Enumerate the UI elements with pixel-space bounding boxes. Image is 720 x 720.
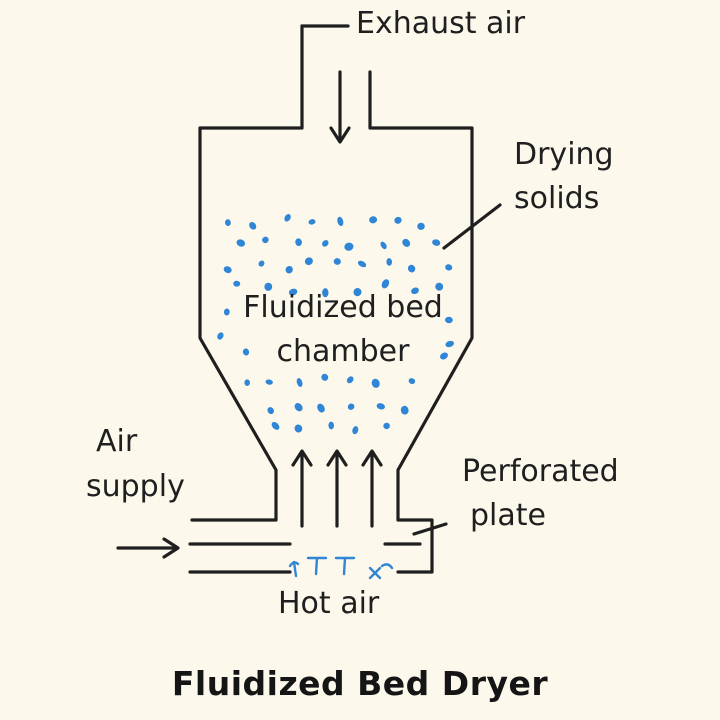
plate-pointer-line xyxy=(412,522,448,536)
solid-particle xyxy=(321,373,329,381)
solid-particle xyxy=(244,379,251,386)
solid-particle xyxy=(267,407,274,415)
vessel-right-wall xyxy=(368,70,474,574)
solid-particle xyxy=(445,316,453,324)
perforated-plate-label-line1: Perforated xyxy=(462,454,619,489)
chamber-label-line1: Fluidized bed xyxy=(243,290,443,325)
solid-particle xyxy=(265,379,273,385)
drying-solids-particles xyxy=(217,214,454,435)
solid-particle xyxy=(333,258,341,265)
hot-air-arrow-3 xyxy=(361,449,383,528)
drying-solids-label-line2: solids xyxy=(514,181,600,216)
solid-particle xyxy=(432,239,441,246)
solid-particle xyxy=(440,352,448,360)
solid-particle xyxy=(285,265,293,274)
exhaust-arrow-head xyxy=(329,126,351,144)
solid-particle xyxy=(408,378,416,385)
solid-particle xyxy=(322,288,329,298)
solid-particle xyxy=(322,240,329,247)
solid-particle xyxy=(317,403,325,413)
solid-particle xyxy=(380,241,387,250)
solid-particle xyxy=(288,288,298,296)
solid-particle xyxy=(249,222,257,230)
perforated-plate-label-line2: plate xyxy=(470,498,546,533)
solid-particle xyxy=(224,219,231,226)
drying-solids-pointer xyxy=(442,203,502,250)
solid-particle xyxy=(258,260,265,267)
solid-particle xyxy=(386,258,393,266)
solid-particle xyxy=(376,403,385,410)
solid-particle xyxy=(271,421,280,430)
solid-particle xyxy=(308,219,316,225)
solid-particle xyxy=(383,422,390,430)
solid-particle xyxy=(294,403,303,412)
solid-particle xyxy=(435,282,444,291)
diagram-title: Fluidized Bed Dryer xyxy=(171,664,549,703)
solid-particle xyxy=(445,264,453,271)
solid-particle xyxy=(223,308,230,316)
solid-particle xyxy=(352,426,359,435)
solid-particle xyxy=(381,279,390,289)
solid-particle xyxy=(400,405,409,415)
solid-particle xyxy=(328,421,335,430)
air-supply-arrow-head xyxy=(162,537,180,559)
solid-particle xyxy=(346,376,354,384)
solid-particle xyxy=(236,239,246,247)
solid-particle xyxy=(402,238,411,247)
solid-particle xyxy=(445,340,454,348)
hot-air-label: Hot air xyxy=(278,586,380,621)
solid-particle xyxy=(353,288,362,297)
solid-particle xyxy=(284,214,291,222)
solid-particle xyxy=(223,266,232,274)
solid-particle xyxy=(294,424,303,433)
solid-particle xyxy=(242,348,250,356)
solid-particle xyxy=(357,260,367,268)
perforated-plate-marks xyxy=(288,556,394,580)
solid-particle xyxy=(233,280,241,287)
solid-particle xyxy=(217,332,224,340)
solid-particle xyxy=(344,242,354,251)
solid-particle xyxy=(371,378,380,388)
solid-particle xyxy=(296,378,303,387)
solid-particle xyxy=(295,238,302,247)
solid-particle xyxy=(369,216,378,224)
solid-particle xyxy=(264,282,273,291)
hot-air-arrow-1 xyxy=(291,449,313,528)
hot-air-arrow-2 xyxy=(326,449,348,528)
drying-solids-label-line1: Drying xyxy=(514,137,614,172)
vessel-left-wall xyxy=(190,24,304,522)
solid-particle xyxy=(394,216,402,224)
solid-particle xyxy=(417,222,425,230)
air-supply-label-line2: supply xyxy=(86,469,185,504)
solid-particle xyxy=(337,216,344,227)
exhaust-air-label: Exhaust air xyxy=(356,6,526,41)
solid-particle xyxy=(407,264,416,273)
solid-particle xyxy=(411,287,419,295)
chamber-label-line2: chamber xyxy=(276,334,410,369)
solid-particle xyxy=(347,403,355,410)
solid-particle xyxy=(262,236,269,244)
air-supply-label-line1: Air xyxy=(96,424,138,459)
solid-particle xyxy=(304,257,313,266)
